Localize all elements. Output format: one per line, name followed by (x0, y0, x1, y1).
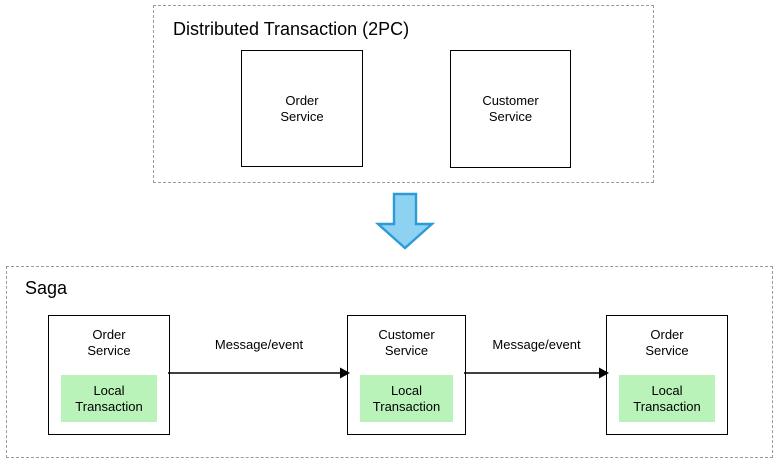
local-transaction-badge: Local Transaction (360, 375, 453, 422)
box-order-service-2pc[interactable]: Order Service (241, 50, 363, 167)
connector-arrow-2-icon (464, 365, 609, 381)
local-transaction-label: Local Transaction (372, 382, 441, 414)
local-transaction-label: Local Transaction (75, 382, 143, 414)
box-order-service-saga-1[interactable]: Order Service Local Transaction (48, 315, 170, 435)
box-label-order-service: Order Service (87, 327, 131, 358)
arrow-down-icon (372, 192, 438, 250)
local-transaction-badge: Local Transaction (61, 375, 157, 422)
box-label-order-service: Order Service (280, 92, 324, 124)
group-title-distributed-transaction: Distributed Transaction (2PC) (173, 19, 410, 39)
box-customer-service-2pc[interactable]: Customer Service (450, 50, 571, 168)
connector-arrow-1-icon (168, 365, 350, 381)
box-label-customer-service: Customer Service (378, 327, 435, 358)
connector-label-message-event-2: Message/event (492, 337, 581, 352)
group-distributed-transaction: Distributed Transaction (2PC) (153, 5, 654, 183)
box-label-order-service: Order Service (645, 327, 689, 358)
box-customer-service-saga[interactable]: Customer Service Local Transaction (347, 315, 466, 435)
group-title-saga: Saga (25, 278, 68, 298)
connector-label-message-event-1: Message/event (214, 337, 304, 352)
local-transaction-badge: Local Transaction (619, 375, 715, 422)
box-label-customer-service: Customer Service (482, 93, 539, 124)
local-transaction-label: Local Transaction (633, 382, 701, 414)
box-order-service-saga-2[interactable]: Order Service Local Transaction (606, 315, 728, 435)
